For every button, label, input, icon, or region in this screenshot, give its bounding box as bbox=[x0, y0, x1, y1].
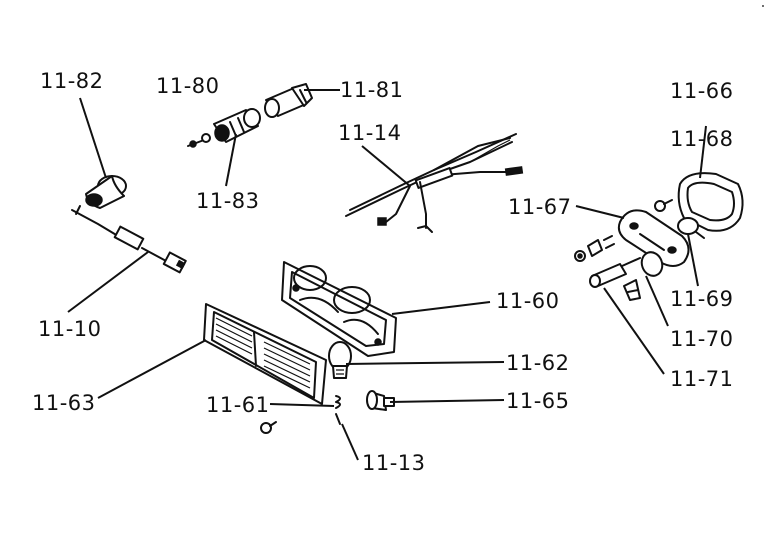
part-11-14-wiring-harness bbox=[345, 133, 524, 233]
part-11-67-lamp-base bbox=[617, 209, 690, 267]
part-screw bbox=[260, 421, 277, 434]
part-11-81-bulb-holder bbox=[264, 83, 313, 118]
label-11-65: 11-65 bbox=[506, 389, 570, 413]
label-11-61: 11-61 bbox=[206, 393, 270, 417]
label-11-83: 11-83 bbox=[196, 189, 260, 213]
label-11-67: 11-67 bbox=[508, 195, 572, 219]
label-11-71: 11-71 bbox=[670, 367, 734, 391]
callout-labels: 11-82 11-80 11-81 11-66 11-14 11-68 11-8… bbox=[32, 69, 734, 475]
part-11-70-reflector bbox=[623, 251, 664, 301]
label-11-81: 11-81 bbox=[340, 78, 404, 102]
part-11-67-hardware bbox=[574, 199, 673, 262]
label-11-62: 11-62 bbox=[506, 351, 570, 375]
part-11-61-spring bbox=[335, 395, 341, 425]
part-11-68-license-lens bbox=[677, 172, 744, 232]
part-11-62-bulb bbox=[328, 341, 352, 379]
label-11-63: 11-63 bbox=[32, 391, 96, 415]
label-11-60: 11-60 bbox=[496, 289, 560, 313]
part-11-82-canister bbox=[85, 175, 127, 209]
label-11-66: 11-66 bbox=[670, 79, 734, 103]
part-11-60-lamp-housing bbox=[281, 261, 397, 357]
part-11-63-lens bbox=[203, 303, 327, 405]
leader-lines bbox=[67, 89, 707, 461]
label-11-70: 11-70 bbox=[670, 327, 734, 351]
part-11-10-lead-wire bbox=[71, 205, 187, 274]
label-11-68: 11-68 bbox=[670, 127, 734, 151]
part-11-80-socket-assembly bbox=[187, 108, 261, 148]
label-11-10: 11-10 bbox=[38, 317, 102, 341]
label-11-69: 11-69 bbox=[670, 287, 734, 311]
label-11-14: 11-14 bbox=[338, 121, 402, 145]
label-11-82: 11-82 bbox=[40, 69, 104, 93]
label-11-13: 11-13 bbox=[362, 451, 426, 475]
part-11-65-socket bbox=[366, 390, 395, 411]
label-11-80: 11-80 bbox=[156, 74, 220, 98]
part-11-71-socket bbox=[589, 257, 641, 288]
